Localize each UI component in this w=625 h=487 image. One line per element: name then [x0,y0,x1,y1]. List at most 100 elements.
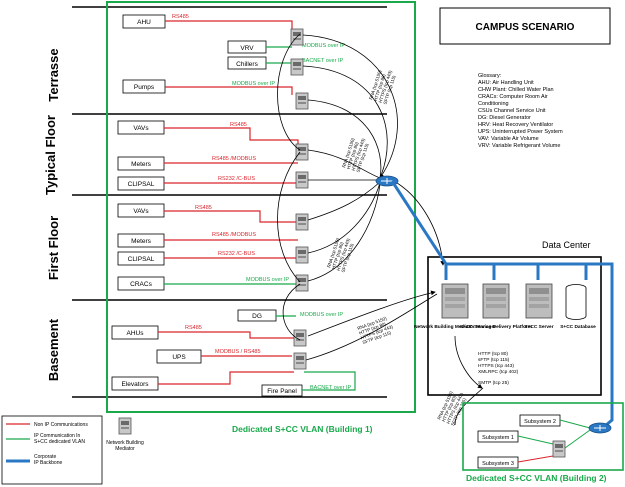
svg-text:sFTP (tcp 115): sFTP (tcp 115) [478,357,510,363]
svg-text:VRV: Variable Refrigerant Volu: VRV: Variable Refrigerant Volume [478,143,560,149]
svg-text:HTTPS (tcp 443): HTTPS (tcp 443) [478,363,514,369]
svg-text:Fire Panel: Fire Panel [267,388,297,395]
subsystem-2: Subsystem 2 [519,414,561,427]
svg-text:Non IP Communications: Non IP Communications [34,422,88,428]
building2-vlan-border [462,402,624,471]
svg-text:CSUs Channel Service Unit: CSUs Channel Service Unit [478,108,546,114]
floor-label-first: First Floor [46,216,61,280]
datacenter-title: Data Center [542,240,591,250]
link-label-modbus-ip-cracs: MODBUS over IP [246,277,289,283]
svg-text:Conditioning: Conditioning [478,101,509,107]
device-elevators: Elevators [111,376,159,391]
svg-text:Meters: Meters [131,161,152,168]
glossary: Glossary: AHU: Air Handling Unit CHW Pla… [478,73,563,149]
floor-label-basement: Basement [46,318,61,381]
svg-text:XMLRPC (tcp 402): XMLRPC (tcp 402) [478,369,519,375]
svg-text:VAV: Variable Air Volume: VAV: Variable Air Volume [478,136,539,142]
non-ip-links [158,20,299,385]
subsystem-3: Subsystem 3 [477,456,519,469]
svg-text:Subsystem 2: Subsystem 2 [524,419,556,425]
datacenter-border [427,256,602,396]
svg-text:CAMPUS SCENARIO: CAMPUS SCENARIO [476,22,575,33]
svg-text:UPS: UPS [172,354,186,361]
legend: Non IP Communications IP Communication I… [1,415,103,485]
server-label-scc-server: S+CC Server [524,324,553,330]
link-label-bacnet-ip-chillers: BACNET over IP [302,58,343,64]
svg-text:CRACs: Computer Room Air: CRACs: Computer Room Air [478,94,548,100]
protocols-typical: RNA (tcp 5150)HTTP (tcp 80) HTTPS (tcp 4… [341,137,369,173]
svg-text:VAVs: VAVs [133,208,149,215]
svg-text:DG: Diesel Generator: DG: Diesel Generator [478,115,531,121]
link-label-modbus-rs485-ups: MODBUS / RS485 [215,349,261,355]
datacenter-servers [441,283,587,320]
mediator-icons [290,28,309,370]
svg-text:Subsystem 3: Subsystem 3 [482,461,514,467]
svg-text:Glossary:: Glossary: [478,73,502,79]
device-ahus-basement: AHUs [111,325,159,340]
device-pumps: Pumps [122,79,166,94]
svg-text:Mediator: Mediator [115,446,135,452]
device-clipsal-typical: CLIPSAL [117,176,165,191]
svg-text:AHUs: AHUs [127,330,145,337]
floor-dividers [72,6,387,398]
device-cracs: CRACs [117,276,165,291]
datacenter-protocols: HTTP (tcp 80) sFTP (tcp 115) HTTPS (tcp … [478,351,519,386]
link-label-rs485-vavs-typical: RS485 [230,122,247,128]
server-label-database: S+CC Database [560,324,596,330]
device-clipsal-first: CLIPSAL [117,251,165,266]
building2-links [517,419,591,463]
datacenter-internal-links [454,335,484,426]
device-vrv: VRV [227,40,267,54]
svg-text:Elevators: Elevators [121,381,149,388]
device-chillers: Chillers [227,56,267,70]
svg-text:SMTP (tcp 25): SMTP (tcp 25) [478,380,509,386]
database-icon [565,284,587,320]
device-vavs-first: VAVs [117,203,165,218]
legend-mediator: Network Building Mediator [106,417,144,452]
link-label-rs232-first: RS232 /C-BUS [218,251,255,257]
link-label-rs485-modbus-first: RS485 /MODBUS [212,232,256,238]
device-fire-panel: Fire Panel [261,384,303,397]
floor-label-terrasse: Terrasse [46,48,61,101]
floor-label-typical: Typical Floor [43,115,58,195]
svg-text:AHU: AHU [137,19,151,26]
router-icon-building2 [588,422,612,434]
link-label-rs485-modbus-typical: RS485 /MODBUS [212,156,256,162]
device-dg: DG [237,309,277,322]
link-label-rs485-ahu: RS485 [172,14,189,20]
protocols-basement: RNA (tcp 5150)HTTP (tcp 80) HTTPS (tcp 4… [357,316,394,345]
link-label-modbus-ip-vrv: MODBUS over IP [302,43,345,49]
svg-text:IP Communication In: IP Communication In [34,433,81,439]
svg-text:Chillers: Chillers [236,61,258,68]
mediator-uplinks [277,33,446,361]
svg-text:VAVs: VAVs [133,125,149,132]
link-label-bacnet-ip-firepanel: BACNET over IP [310,385,351,391]
link-label-rs485-ahus: RS485 [185,325,202,331]
link-label-modbus-ip-dg: MODBUS over IP [300,312,343,318]
svg-text:Network Building: Network Building [106,440,144,446]
svg-text:Meters: Meters [131,238,152,245]
device-ahu-terrasse: AHU [122,14,166,29]
svg-text:Corporate: Corporate [34,454,56,460]
link-label-rs232-typical: RS232 /C-BUS [218,176,255,182]
svg-text:HTTP (tcp 80): HTTP (tcp 80) [478,351,508,357]
link-label-rs485-vavs-first: RS485 [195,205,212,211]
device-ups: UPS [156,349,202,364]
svg-text:HRV: Heat Recovery Ventilator: HRV: Heat Recovery Ventilator [478,122,553,128]
svg-text:UPS: Uninterrupted Power Syste: UPS: Uninterrupted Power System [478,129,563,135]
corporate-backbone [390,180,614,428]
building2-vlan-label: Dedicated S+CC VLAN (Building 2) [466,473,607,483]
device-meters-typical: Meters [117,156,165,171]
svg-text:AHU: Air Handling Unit: AHU: Air Handling Unit [478,80,534,86]
svg-text:VRV: VRV [240,45,254,52]
server-label-sdp: S+CC Service Delivery Platform [460,324,532,330]
server-label-mediator-manager: Network Building Mediator Manager [414,324,496,330]
building1-vlan-label: Dedicated S+CC VLAN (Building 1) [232,424,373,434]
svg-text:IP Backbone: IP Backbone [34,460,62,466]
svg-text:Pumps: Pumps [134,84,155,91]
svg-text:S+CC dedicated VLAN: S+CC dedicated VLAN [34,439,85,445]
svg-text:CHW Plant: Chilled Water Plan: CHW Plant: Chilled Water Plan [478,87,554,93]
ip-links [164,46,356,391]
title-box: CAMPUS SCENARIO [439,7,611,45]
